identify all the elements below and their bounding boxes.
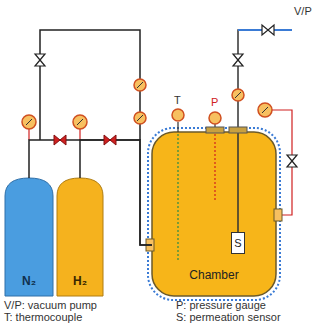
flow-gauge — [134, 112, 146, 124]
pressure-label: P — [211, 96, 218, 108]
key-text: P: pressure gauge — [176, 299, 266, 311]
key-text: V/P: vacuum pump — [4, 299, 97, 311]
node-text: Chamber — [152, 269, 276, 282]
sampling-gauge — [258, 103, 272, 117]
thermocouple-probe — [177, 134, 178, 262]
valve-symbol — [35, 54, 45, 66]
sampling-loop — [272, 110, 292, 215]
gas-cylinder: H₂ — [57, 178, 103, 296]
valve-symbol — [262, 25, 274, 35]
gas-pipe — [29, 140, 152, 245]
node-text: H₂ — [57, 275, 103, 288]
gauge-flange — [206, 127, 224, 133]
key-text: S: permeation sensor — [176, 311, 281, 323]
node-text: N₂ — [5, 275, 53, 288]
chamber-body — [152, 132, 276, 296]
gas-pipe — [80, 140, 152, 245]
regulator-valve — [104, 135, 116, 145]
pressure-gauge — [209, 112, 221, 124]
feedthrough-flange — [229, 127, 247, 133]
node-text: S — [234, 237, 241, 249]
pump-label: V/P — [294, 5, 312, 17]
sensor-box: S — [231, 232, 245, 254]
chamber-insulation — [148, 128, 280, 300]
flow-gauge — [134, 79, 146, 91]
thermocouple-label: T — [174, 94, 181, 106]
valve-symbol — [287, 155, 297, 167]
thermocouple-gauge — [172, 109, 184, 121]
n2-cylinder — [5, 178, 53, 296]
line-gauge — [232, 89, 244, 101]
chamber-box: Chamber S — [152, 132, 276, 296]
outlet-flange — [274, 209, 282, 221]
regulator-gauge — [22, 115, 36, 129]
valve-symbol — [233, 54, 243, 66]
pressure-tap — [214, 134, 215, 200]
gas-cylinder: N₂ — [5, 178, 53, 296]
bypass-pipe — [40, 30, 140, 140]
regulator-gauge — [73, 115, 87, 129]
regulator-valve — [54, 135, 66, 145]
key-text: T: thermocouple — [4, 311, 82, 323]
h2-cylinder — [57, 178, 103, 296]
